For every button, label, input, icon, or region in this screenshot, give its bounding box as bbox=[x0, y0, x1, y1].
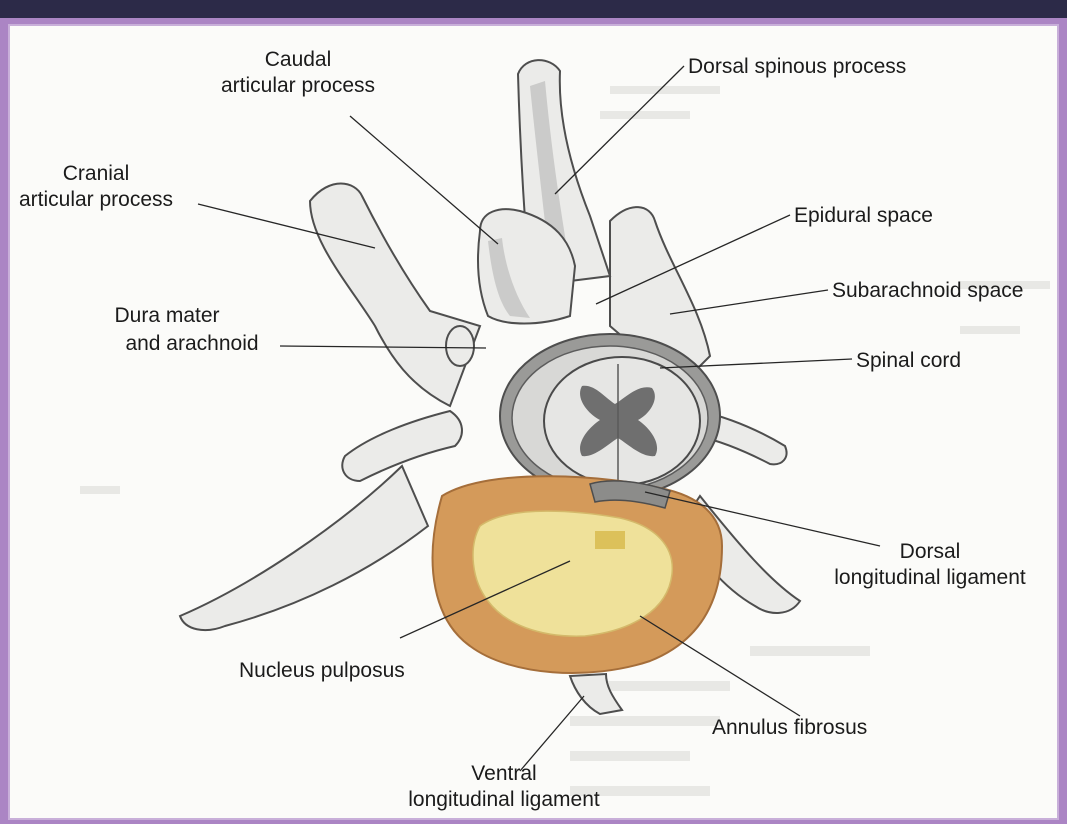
label-cranial-line1: Cranial bbox=[63, 162, 130, 185]
label-ventral-ligament-line1: Ventral bbox=[471, 762, 536, 785]
vertebra-illustration bbox=[178, 59, 802, 716]
leader-spinal-cord bbox=[659, 358, 853, 369]
leader-lines bbox=[197, 65, 881, 772]
leader-nucleus-pulposus bbox=[399, 560, 571, 639]
dorsal-longitudinal-ligament-shape bbox=[589, 480, 671, 509]
label-dorsal-spinous-process: Dorsal spinous process bbox=[688, 55, 906, 78]
cranial-articular-process-shape bbox=[308, 182, 482, 408]
leader-epidural-space bbox=[595, 214, 791, 305]
label-dura-line1: Dura mater bbox=[114, 304, 219, 327]
label-spinal-cord: Spinal cord bbox=[856, 349, 961, 372]
labels: Caudal articular process Dorsal spinous … bbox=[19, 48, 1026, 811]
leader-cranial-articular-process bbox=[197, 203, 376, 249]
label-caudal-line2: articular process bbox=[221, 74, 375, 97]
label-annulus-fibrosus: Annulus fibrosus bbox=[712, 716, 867, 739]
label-epidural-space: Epidural space bbox=[794, 204, 933, 227]
ventral-longitudinal-ligament-shape bbox=[568, 672, 624, 716]
leader-ventral-longitudinal-ligament bbox=[519, 695, 585, 772]
label-dura-line2: and arachnoid bbox=[125, 332, 258, 355]
label-cranial-line2: articular process bbox=[19, 188, 173, 211]
label-nucleus-pulposus: Nucleus pulposus bbox=[239, 659, 405, 682]
vertebra-diagram: Caudal articular process Dorsal spinous … bbox=[19, 48, 1050, 811]
label-ventral-ligament-line2: longitudinal ligament bbox=[408, 788, 600, 811]
leader-caudal-articular-process bbox=[349, 115, 499, 245]
label-subarachnoid-space: Subarachnoid space bbox=[832, 279, 1023, 302]
label-dorsal-ligament-line2: longitudinal ligament bbox=[834, 566, 1026, 589]
label-dorsal-ligament-line1: Dorsal bbox=[900, 540, 961, 563]
leader-dura-mater bbox=[279, 345, 487, 349]
background-page-texture bbox=[80, 86, 1050, 796]
leader-dorsal-spinous-process bbox=[554, 65, 685, 195]
slide-top-bar bbox=[0, 0, 1067, 18]
left-articular-knob bbox=[445, 325, 475, 367]
left-spinal-nerve bbox=[341, 409, 463, 483]
leader-annulus-fibrosus bbox=[639, 615, 801, 717]
left-transverse-process bbox=[178, 464, 430, 632]
diagram-frame: Caudal articular process Dorsal spinous … bbox=[8, 24, 1059, 820]
leader-subarachnoid-space bbox=[669, 289, 829, 315]
leader-dorsal-longitudinal-ligament bbox=[644, 491, 881, 547]
label-caudal-line1: Caudal bbox=[265, 48, 332, 71]
